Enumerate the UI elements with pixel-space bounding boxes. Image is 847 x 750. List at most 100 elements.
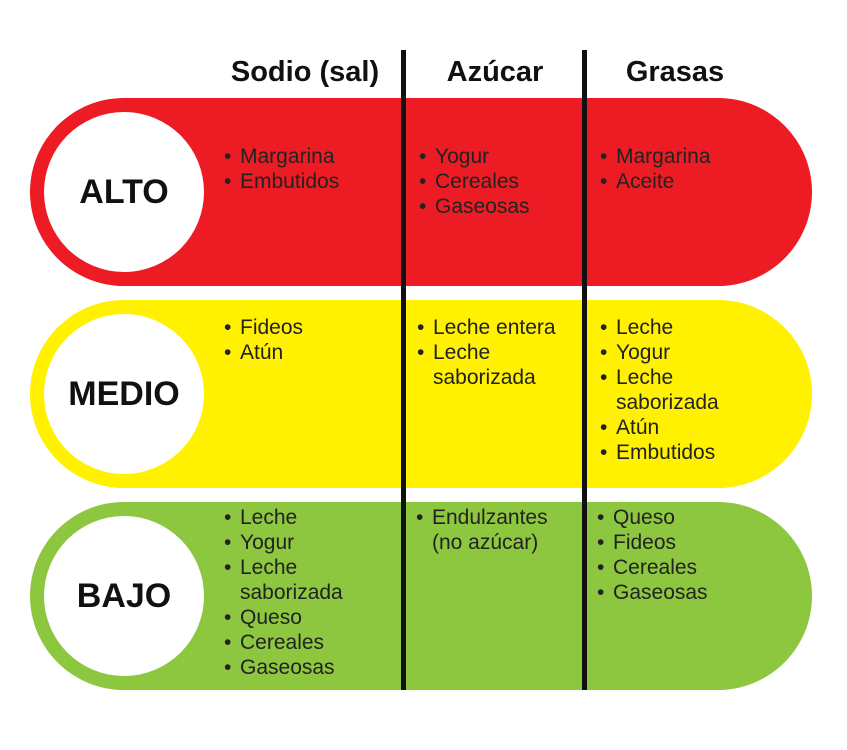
column-divider-2 (582, 50, 587, 690)
list-item-text: Fideos (240, 316, 304, 339)
list-item: • Gaseosas (224, 655, 343, 680)
level-circle-medio: MEDIO (44, 314, 204, 474)
bullet-icon: • (600, 441, 608, 464)
list-alto-sodio: • Margarina • Embutidos (224, 144, 339, 194)
list-item: • Margarina (224, 144, 339, 169)
list-item-text: Leche (616, 316, 674, 339)
column-divider-1 (401, 50, 406, 690)
bullet-icon: • (597, 531, 605, 554)
bullet-icon: • (224, 170, 232, 193)
bullet-icon: • (600, 170, 608, 193)
list-item: • Aceite (600, 169, 711, 194)
list-item: •Cereales (224, 630, 343, 655)
list-item: • Fideos (224, 315, 303, 340)
bullet-icon: • (224, 631, 232, 654)
bullet-icon: • (600, 416, 608, 439)
bullet-icon: • (224, 316, 232, 339)
list-item-text: Aceite (616, 170, 675, 193)
bullet-icon: • (600, 341, 608, 364)
list-bajo-azucar: • Endulzantes(no azúcar) (416, 505, 548, 555)
band-bajo: BAJO (30, 502, 812, 690)
bullet-icon: • (600, 366, 608, 389)
bullet-icon: • (419, 195, 427, 218)
list-item-text: Margarina (240, 145, 335, 168)
list-item-text: Leche (616, 366, 674, 389)
list-item: • Yogur (600, 340, 719, 365)
bullet-icon: • (419, 145, 427, 168)
list-bajo-grasas: •Queso•Fideos•Cereales•Gaseosas (597, 505, 708, 605)
list-item-text: Leche entera (433, 316, 556, 339)
list-item-text: Queso (613, 506, 675, 529)
level-label-medio: MEDIO (68, 374, 180, 413)
list-item-text: Fideos (613, 531, 677, 554)
list-item: • Yogur (224, 530, 343, 555)
list-item-text: Embutidos (240, 170, 340, 193)
list-item: •Leche (224, 505, 343, 530)
level-circle-bajo: BAJO (44, 516, 204, 676)
list-item: • Embutidos (224, 169, 339, 194)
list-item-text: saborizada (616, 391, 719, 414)
list-item-text: Cereales (435, 170, 520, 193)
bullet-icon: • (417, 316, 425, 339)
list-item-text: saborizada (240, 581, 343, 604)
list-item-text: Yogur (240, 531, 295, 554)
list-item: • Atún (600, 415, 719, 440)
bullet-icon: • (224, 656, 232, 679)
level-label-bajo: BAJO (76, 576, 172, 615)
list-item: • Leche entera (417, 315, 556, 340)
header-grasas: Grasas (625, 56, 725, 88)
list-item-text: (no azúcar) (432, 531, 539, 554)
bullet-icon: • (600, 145, 608, 168)
list-alto-grasas: • Margarina • Aceite (600, 144, 711, 194)
list-item-text: Atún (240, 341, 284, 364)
bullet-icon: • (416, 506, 424, 529)
header-azucar: Azúcar (446, 56, 544, 88)
bullet-icon: • (224, 556, 232, 579)
list-item-text: Margarina (616, 145, 711, 168)
band-alto: ALTO (30, 98, 812, 286)
bullet-icon: • (224, 531, 232, 554)
list-item-text: Leche (240, 556, 298, 579)
list-item-text: Leche (240, 506, 298, 529)
list-item: • Embutidos (600, 440, 719, 465)
list-item-text: Leche (433, 341, 491, 364)
list-item: •Queso (224, 605, 343, 630)
bullet-icon: • (224, 145, 232, 168)
list-item-text: Embutidos (616, 441, 716, 464)
list-item-text: saborizada (433, 366, 536, 389)
list-medio-sodio: • Fideos • Atún (224, 315, 303, 365)
level-label-alto: ALTO (79, 172, 169, 211)
list-item-text: Endulzantes (432, 506, 548, 529)
list-item: • Gaseosas (419, 194, 530, 219)
list-item-text: Gaseosas (240, 656, 335, 679)
bullet-icon: • (597, 581, 605, 604)
bullet-icon: • (417, 341, 425, 364)
bullet-icon: • (419, 170, 427, 193)
list-item: •Yogur (419, 144, 530, 169)
list-item-text: Gaseosas (613, 581, 708, 604)
list-item: • Gaseosas (597, 580, 708, 605)
list-item-text: Gaseosas (435, 195, 530, 218)
list-item-text: Atún (616, 416, 660, 439)
list-item: • Leche (600, 315, 719, 340)
list-item: • Margarina (600, 144, 711, 169)
list-item: • Queso (597, 505, 708, 530)
list-item: • Fideos (597, 530, 708, 555)
list-item-text: Yogur (616, 341, 671, 364)
list-item: • Cereales (419, 169, 530, 194)
list-alto-azucar: •Yogur•Cereales•Gaseosas (419, 144, 530, 219)
header-sodio: Sodio (sal) (230, 56, 380, 88)
level-circle-alto: ALTO (44, 112, 204, 272)
bullet-icon: • (224, 341, 232, 364)
bullet-icon: • (597, 506, 605, 529)
list-item-text: Cereales (613, 556, 698, 579)
list-item: • Endulzantes(no azúcar) (416, 505, 548, 555)
bullet-icon: • (224, 606, 232, 629)
bullet-icon: • (600, 316, 608, 339)
